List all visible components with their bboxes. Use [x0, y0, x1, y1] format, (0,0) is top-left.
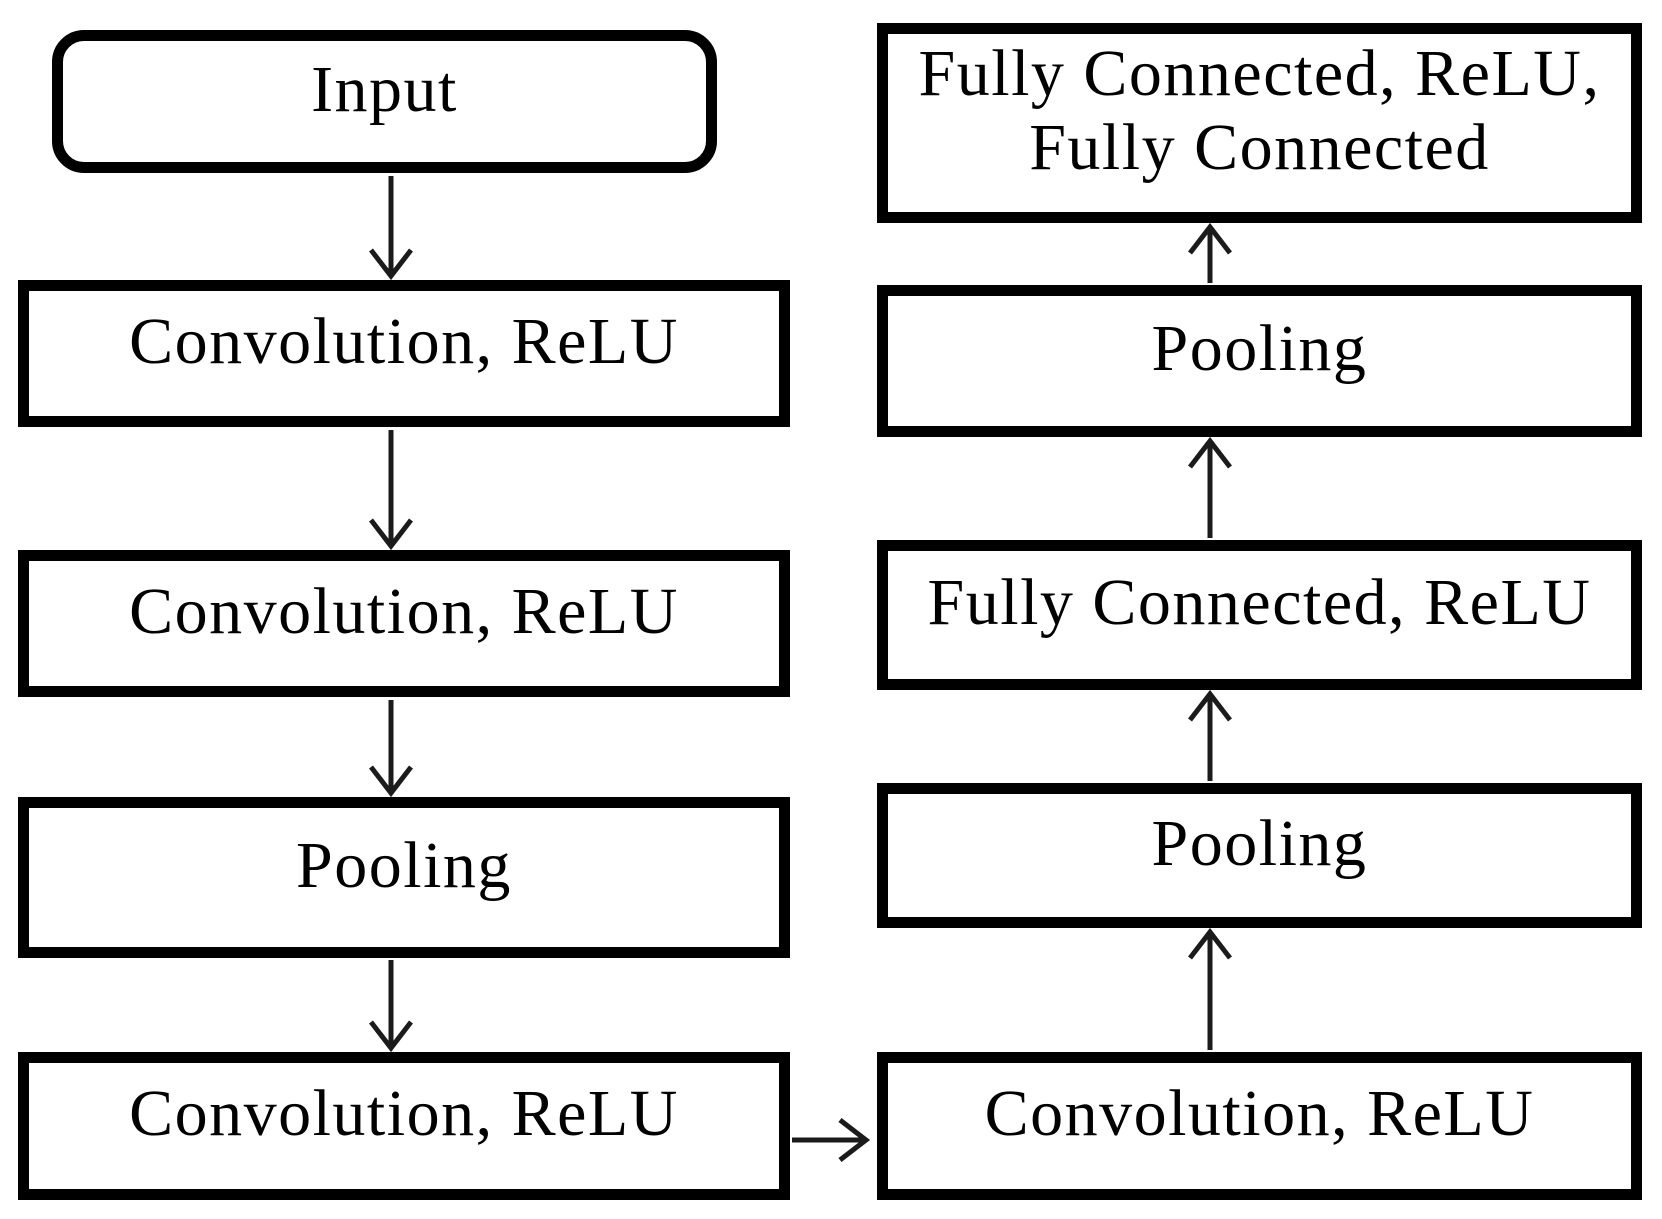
- node-label: Convolution, ReLU: [129, 1077, 679, 1151]
- node-label: Fully Connected, ReLU: [927, 566, 1592, 640]
- node-pooling-1: Pooling: [18, 797, 790, 958]
- node-conv-relu-2: Convolution, ReLU: [18, 550, 790, 697]
- node-label: Pooling: [1151, 806, 1368, 880]
- node-label: Convolution, ReLU: [984, 1077, 1535, 1151]
- node-label: Pooling: [296, 828, 512, 902]
- node-fc-relu: Fully Connected, ReLU: [877, 540, 1642, 690]
- node-label: Input: [311, 52, 458, 126]
- node-conv-relu-3: Convolution, ReLU: [18, 1052, 790, 1200]
- arrow-conv-relu-4-to-pooling-2: [1188, 927, 1232, 1050]
- node-label: Convolution, ReLU: [129, 574, 679, 648]
- arrow-conv-relu-1-to-conv-relu-2: [369, 430, 413, 551]
- arrow-pooling-2-to-fc-relu: [1188, 689, 1232, 781]
- node-input: Input: [52, 30, 717, 173]
- arrow-conv-relu-3-to-conv-relu-4: [792, 1118, 871, 1162]
- arrow-fc-relu-to-pooling-3: [1188, 436, 1232, 538]
- arrow-pooling-3-to-fc-relu-fc: [1188, 222, 1232, 283]
- node-fc-relu-fc: Fully Connected, ReLU, Fully Connected: [877, 23, 1642, 223]
- arrow-input-to-conv-relu-1: [369, 176, 413, 281]
- node-label: Convolution, ReLU: [129, 304, 679, 378]
- node-conv-relu-4: Convolution, ReLU: [877, 1052, 1642, 1200]
- node-pooling-2: Pooling: [877, 783, 1642, 928]
- node-pooling-3: Pooling: [877, 285, 1642, 437]
- node-label-line-1: Fully Connected, ReLU,: [918, 37, 1601, 111]
- node-label-line-2: Fully Connected: [1029, 111, 1490, 184]
- arrow-pooling-1-to-conv-relu-3: [369, 960, 413, 1053]
- node-label: Pooling: [1151, 312, 1368, 386]
- arrow-conv-relu-2-to-pooling-1: [369, 700, 413, 798]
- node-conv-relu-1: Convolution, ReLU: [18, 280, 790, 427]
